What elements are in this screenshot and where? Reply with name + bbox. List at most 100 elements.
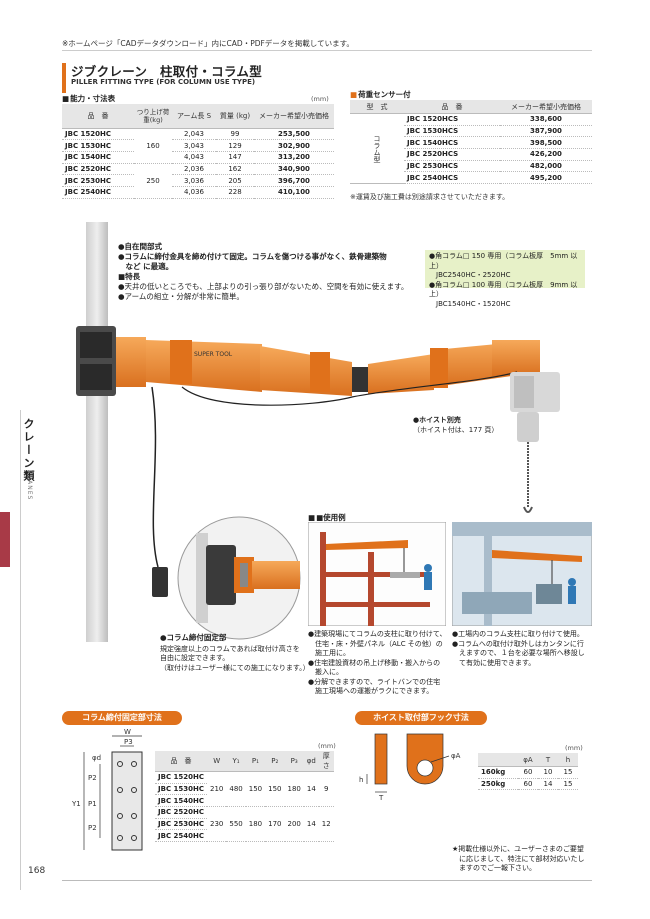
side-tab	[0, 512, 10, 567]
svg-text:SUPER TOOL: SUPER TOOL	[194, 351, 233, 358]
spec-header: 質量 (kg)	[216, 104, 254, 129]
note-line: ますのでご一報下さい。	[452, 864, 536, 872]
model-cell: JBC 1530HC	[62, 139, 134, 152]
load-cell: 160kg	[478, 766, 518, 779]
table-row: JBC 2540HCS 495,200	[350, 171, 592, 185]
arm-cell: 2,036	[172, 163, 216, 176]
usage-line: て有効に使用できます。	[452, 658, 536, 667]
top-note: ※ホームページ「CADデータダウンロード」内にCAD・PDFデータを掲載していま…	[62, 39, 354, 48]
load-cell: 250kg	[478, 778, 518, 791]
feature-head: ■特長	[118, 272, 141, 281]
usage-line: 施工用に。	[308, 649, 350, 657]
label-p1: P1	[88, 800, 97, 808]
model-cell: JBC 2540HCS	[404, 171, 500, 185]
column-dims-unit: (mm)	[318, 742, 336, 750]
hook-dims-table: φA T h 160kg 60 10 15 250kg 60 14 15	[478, 753, 578, 791]
usage-line: ●工場内のコラム支柱に取り付けて使用。	[452, 630, 584, 638]
column-dims-table: 品 番 W Y₁ P₁ P₂ P₃ φd 厚さ JBC 1520HC 210 4…	[155, 751, 334, 843]
model-cell: JBC 2530HCS	[404, 160, 500, 173]
model-cell: JBC 2540HC	[155, 829, 207, 843]
load-cell: 160	[134, 128, 172, 164]
mass-cell: 129	[216, 139, 254, 152]
dim-cell: 14	[538, 778, 558, 791]
table-row: JBC 2520HC 250 2,036 162 340,900	[62, 163, 334, 199]
dims-header: 品 番	[155, 751, 207, 772]
dim-cell: 14	[303, 771, 319, 808]
arm-cell: 4,043	[172, 151, 216, 164]
dim-cell: 60	[518, 766, 538, 779]
usage-line: ●分解できますので、ライトバンでの住宅	[308, 677, 441, 686]
hook-dims-pill: ホイスト取付部フック寸法	[355, 711, 487, 725]
column-dims-drawing: W P3 φd P2 P1 Y1 P2	[71, 728, 143, 851]
model-cell: JBC 1540HC	[62, 151, 134, 164]
model-cell: JBC 2520HC	[155, 806, 207, 819]
model-cell: JBC 1540HCS	[404, 136, 500, 150]
note-line: ●角コラム□ 100 専用（コラム板厚 9mm 以上）	[429, 280, 578, 299]
dim-cell: 10	[538, 766, 558, 779]
table-row: JBC 1540HC 4,043 147 313,200	[62, 151, 334, 164]
arm-cell: 3,036	[172, 174, 216, 187]
sensor-header: メーカー希望小売価格	[500, 100, 592, 114]
page-subtitle: PILLER FITTING TYPE (FOR COLUMN USE TYPE…	[71, 78, 256, 86]
label-phia: φA	[451, 752, 461, 760]
hook-dims-drawing: φA h T	[359, 733, 461, 800]
dim-cell: 150	[245, 771, 266, 808]
usage-line: 搬入に。	[308, 668, 343, 676]
table-row: JBC 2530HCS 482,000	[350, 160, 592, 173]
hook-header	[478, 753, 518, 767]
dim-cell: 9	[318, 771, 334, 808]
spec-header: つり上げ荷重(kg)	[134, 104, 172, 129]
label-h: h	[359, 776, 363, 784]
dims-header: φd	[303, 751, 319, 772]
model-cell: JBC 1520HC	[155, 771, 207, 784]
page-title: ジブクレーン 柱取付・コラム型	[71, 64, 263, 79]
label-p2: P2	[88, 774, 97, 782]
usage-line: えますので、１台を必要な場所へ移設し	[452, 649, 585, 657]
dim-cell: 150	[265, 771, 285, 808]
dim-cell: 15	[558, 766, 578, 779]
model-cell: JBC 2520HCS	[404, 148, 500, 161]
spec-table: 品 番 つり上げ荷重(kg) アーム長 S 質量 (kg) メーカー希望小売価格…	[62, 104, 334, 199]
mass-cell: 99	[216, 128, 254, 141]
table-row: JBC 1540HC	[155, 794, 334, 808]
clamp-caption: ●コラム締付固定部 規定強度以上のコラムであれば取付け高さを 自由に設定できます…	[160, 633, 310, 673]
table-row: JBC 1520HC 210 480 150 150 180 14 9	[155, 771, 334, 808]
feature-line: など に最適。	[118, 262, 174, 271]
clamp-caption-line: 自由に設定できます。	[160, 654, 230, 662]
label-y1: Y1	[71, 800, 81, 808]
custom-order-note: ★掲載仕様以外に、ユーザーさまのご要望 に応じまして、特注にて部材対応いたし ま…	[452, 845, 584, 874]
spec-label: 能力・寸法表	[62, 93, 115, 104]
label-p2b: P2	[88, 824, 97, 832]
price-cell: 398,500	[500, 136, 592, 150]
price-cell: 338,600	[500, 113, 592, 126]
usage-text-left: ●建築現場にてコラムの支柱に取り付けて、 住宅・床・外壁パネル（ALC その他）…	[308, 630, 447, 697]
dims-header: P₁	[245, 751, 266, 772]
note-line: に応じまして、特注にて部材対応いたし	[452, 854, 585, 863]
table-row: JBC 1540HCS 398,500	[350, 136, 592, 150]
usage-line: ●コラムへの取付け取外しはカンタンに行	[452, 639, 584, 648]
model-cell: JBC 1520HC	[62, 128, 134, 141]
model-cell: JBC 2530HC	[155, 818, 207, 831]
dims-header: W	[207, 751, 227, 772]
dim-cell: 170	[265, 806, 285, 843]
price-cell: 313,200	[254, 151, 334, 164]
price-cell: 410,100	[254, 186, 334, 199]
dim-cell: 230	[207, 806, 227, 843]
usage-line: ●住宅建設資材の吊上げ移動・搬入からの	[308, 658, 441, 667]
table-row: JBC 1520HC 160 2,043 99 253,500	[62, 128, 334, 164]
title-accent-bar	[62, 63, 66, 93]
mass-cell: 228	[216, 186, 254, 199]
dims-header: 厚さ	[318, 751, 334, 772]
mass-cell: 147	[216, 151, 254, 164]
dim-cell: 14	[303, 806, 319, 843]
dim-cell: 550	[226, 806, 246, 843]
dims-header: Y₁	[226, 751, 246, 772]
clamp-detail-photo	[177, 516, 301, 640]
model-cell: JBC 2530HC	[62, 174, 134, 187]
usage-photo-construction	[308, 522, 446, 626]
arm-cell: 4,036	[172, 186, 216, 199]
price-cell: 495,200	[500, 171, 592, 185]
price-cell: 340,900	[254, 163, 334, 176]
price-cell: 482,000	[500, 160, 592, 173]
price-cell: 396,700	[254, 174, 334, 187]
